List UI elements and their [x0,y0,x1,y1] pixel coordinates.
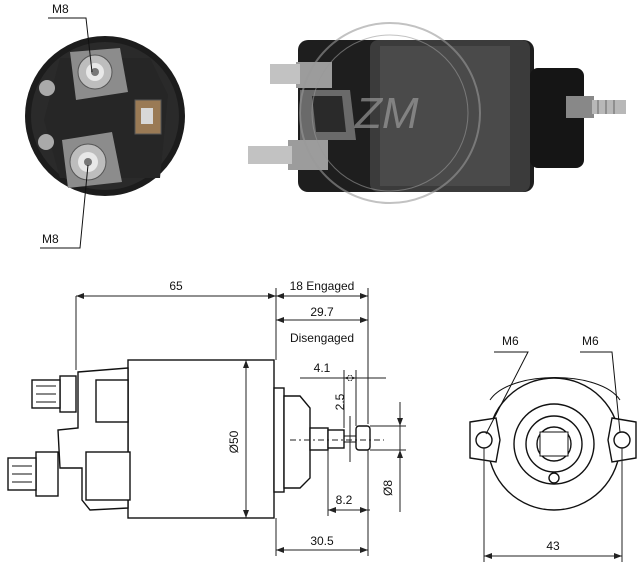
zm-logo-watermark [299,22,481,204]
svg-text:ZM: ZM [354,89,419,138]
dim-2-5: 2.5 [333,393,347,410]
technical-drawing-side: 65 18 Engaged 29.7 Disengaged 4.1 2.5 Ø5… [7,279,406,556]
dim-18-engaged: 18 Engaged [290,279,355,293]
dim-4-1: 4.1 [314,361,331,375]
dim-dia8: Ø8 [381,480,395,496]
dim-30-5: 30.5 [310,534,334,548]
dim-43: 43 [546,539,560,553]
dim-65: 65 [169,279,183,293]
label-m8-top: M8 [52,2,69,16]
photo-side-view: ZM [248,22,626,204]
dim-dia50: Ø50 [227,430,241,453]
label-m6-left: M6 [502,334,519,348]
dim-29-7: 29.7 [310,305,334,319]
dim-8-2: 8.2 [336,493,353,507]
technical-drawing-front: M6 M6 43 [469,334,637,562]
label-m6-right: M6 [582,334,599,348]
label-m8-bottom: M8 [42,232,59,246]
dim-disengaged: Disengaged [290,331,354,345]
photo-end-view: M8 M8 [25,2,185,249]
